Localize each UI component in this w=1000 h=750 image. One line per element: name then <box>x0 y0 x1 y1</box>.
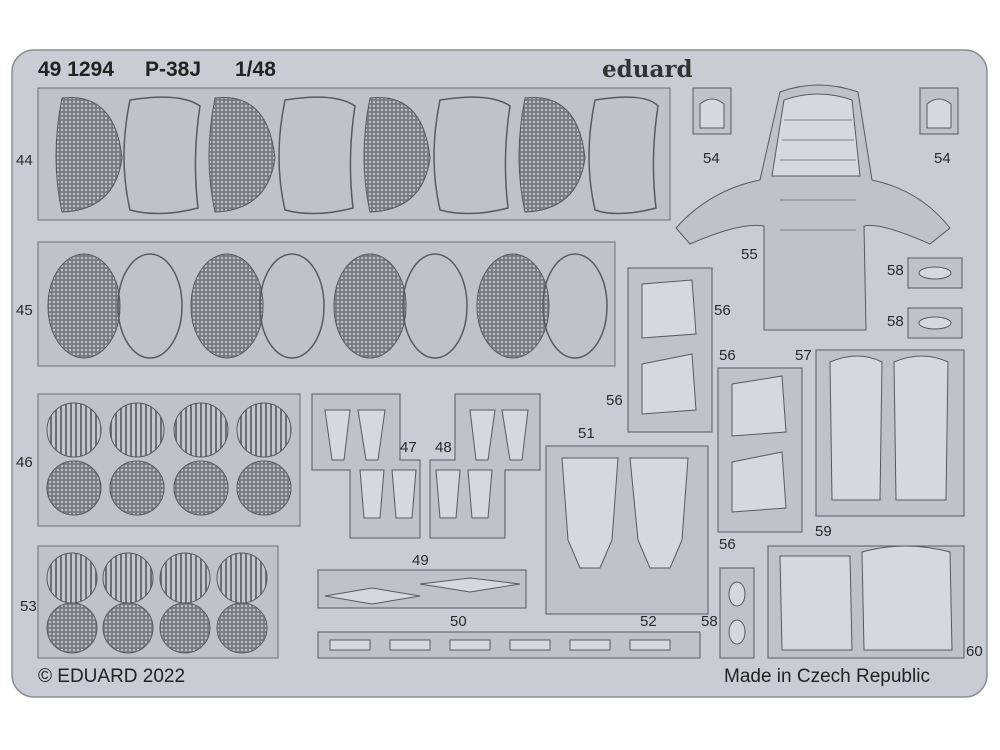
part-49-panel <box>317 569 527 609</box>
part-label-60: 60 <box>966 643 983 660</box>
part-label-56-c: 56 <box>719 347 736 364</box>
part-label-55: 55 <box>741 246 758 263</box>
scale-label: 1/48 <box>235 58 276 81</box>
part-label-58-b: 58 <box>887 313 904 330</box>
part-54-right <box>919 87 959 135</box>
part-45-meshes <box>47 253 550 359</box>
part-label-50: 50 <box>450 613 467 630</box>
part-47-48-panel <box>311 393 541 539</box>
part-label-46: 46 <box>16 454 33 471</box>
part-45-panel <box>37 241 616 367</box>
part-label-57: 57 <box>795 347 812 364</box>
part-label-52: 52 <box>640 613 657 630</box>
part-label-56-b: 56 <box>606 392 623 409</box>
aircraft-name: P-38J <box>145 58 202 81</box>
part-57-panel <box>815 349 965 517</box>
catalog-number: 49 1294 <box>38 58 114 81</box>
part-46-panel <box>37 393 301 527</box>
part-56-panel-right <box>717 367 803 533</box>
part-label-49: 49 <box>412 552 429 569</box>
part-label-56-a: 56 <box>714 302 731 319</box>
part-54-left <box>692 87 732 135</box>
part-50-panel <box>317 631 701 659</box>
part-58-pieces <box>719 257 963 659</box>
part-label-54-left: 54 <box>703 150 720 167</box>
part-44-meshes <box>55 97 586 213</box>
part-label-44: 44 <box>16 152 33 169</box>
part-label-51: 51 <box>578 425 595 442</box>
brand-logo: eduard <box>602 56 693 83</box>
part-label-59: 59 <box>815 523 832 540</box>
origin-text: Made in Czech Republic <box>724 666 930 687</box>
part-label-45: 45 <box>16 302 33 319</box>
part-55-seat <box>675 84 951 331</box>
part-44-panel <box>37 87 671 221</box>
part-label-56-d: 56 <box>719 536 736 553</box>
copyright-text: © EDUARD 2022 <box>38 666 186 687</box>
part-label-58-c: 58 <box>701 613 718 630</box>
part-label-53: 53 <box>20 598 37 615</box>
part-53-panel <box>37 545 279 659</box>
part-label-48: 48 <box>435 439 452 456</box>
part-label-58-a: 58 <box>887 262 904 279</box>
part-label-47: 47 <box>400 439 417 456</box>
part-label-54-right: 54 <box>934 150 951 167</box>
part-59-60-panel <box>767 545 965 659</box>
part-51-52-panel <box>545 445 709 615</box>
part-56-panel-left <box>627 267 713 433</box>
